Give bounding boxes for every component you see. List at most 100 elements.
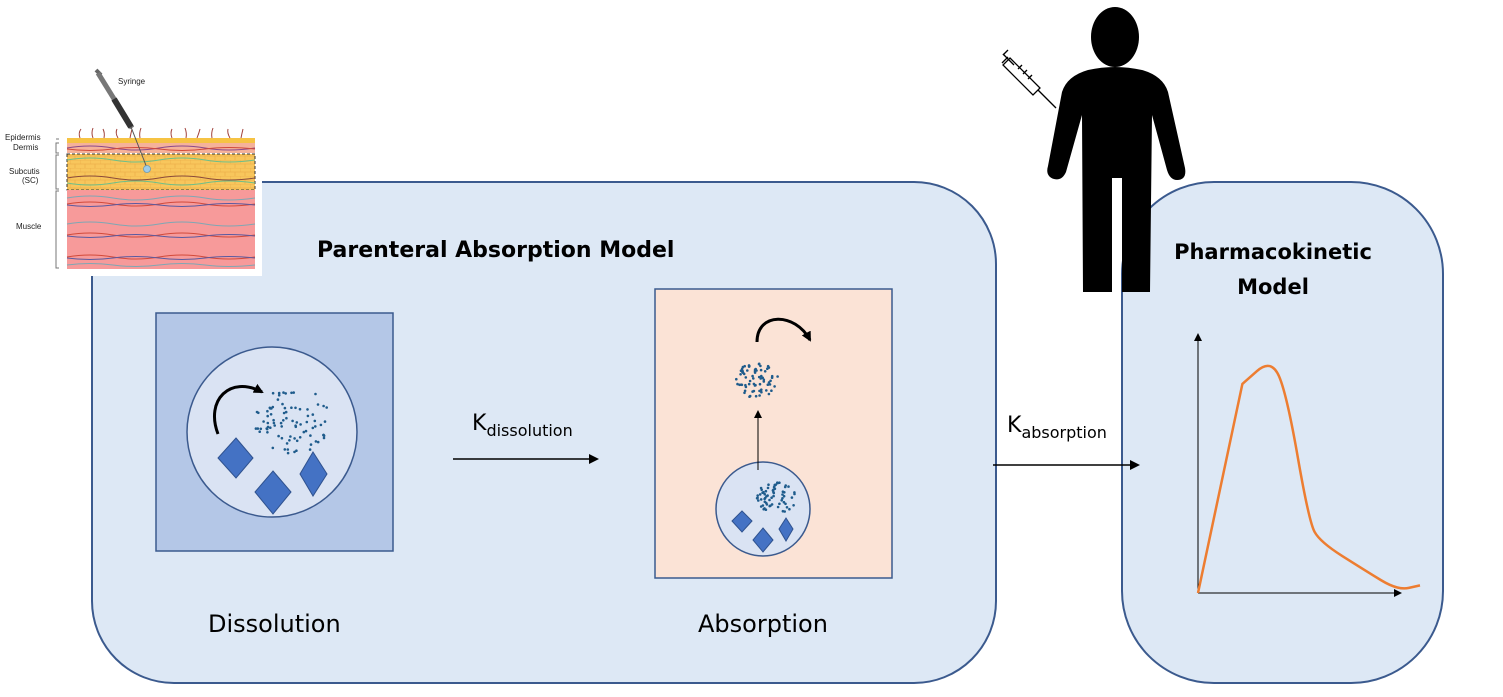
svg-text:Kabsorption: Kabsorption — [1007, 413, 1107, 442]
particle — [255, 410, 259, 414]
particle — [766, 367, 769, 371]
particle — [314, 440, 318, 443]
particle — [781, 490, 785, 494]
particle — [308, 448, 312, 451]
particle — [319, 423, 323, 427]
particle — [293, 450, 296, 454]
particle — [272, 421, 276, 425]
particle — [748, 379, 752, 383]
particle — [781, 493, 784, 496]
particle — [782, 500, 786, 504]
particle — [762, 380, 766, 383]
particle — [739, 369, 743, 373]
particle — [743, 391, 746, 395]
particle — [772, 488, 775, 492]
particle — [735, 377, 738, 381]
particle — [266, 409, 269, 413]
pk-chart — [1194, 333, 1421, 597]
particle — [325, 406, 329, 409]
particle — [790, 496, 794, 499]
particle — [282, 419, 285, 422]
particle — [306, 408, 309, 411]
particle — [306, 414, 310, 418]
particle — [766, 494, 769, 497]
particle — [764, 489, 768, 493]
pharmacokinetic-panel — [1121, 181, 1444, 684]
particle — [757, 362, 761, 366]
particle — [316, 403, 320, 406]
particle — [298, 407, 302, 411]
particle — [787, 485, 790, 488]
k-subscript-dissolution: dissolution — [486, 421, 572, 440]
particle — [741, 365, 745, 369]
particle — [258, 430, 262, 434]
crystal — [752, 527, 774, 553]
particle — [281, 402, 284, 406]
particle — [765, 389, 768, 392]
particle — [313, 419, 317, 423]
crystal — [778, 517, 794, 542]
parenteral-model-title: Parenteral Absorption Model — [317, 238, 674, 263]
dissolution-stage — [155, 312, 394, 552]
particle — [290, 406, 293, 410]
particle — [782, 494, 786, 498]
particle — [289, 435, 292, 438]
particle — [292, 391, 296, 394]
particle — [299, 423, 302, 426]
particle — [759, 377, 762, 380]
particle — [770, 503, 774, 506]
subcutis-abbrev-label: (SC) — [22, 176, 39, 185]
syringe-icon — [94, 68, 151, 173]
particle — [283, 448, 287, 451]
particle — [780, 499, 783, 502]
particle — [767, 392, 771, 396]
dissolution-label: Dissolution — [208, 610, 341, 638]
particle — [792, 504, 795, 507]
dermis-label: Dermis — [13, 143, 38, 152]
particle — [272, 418, 275, 422]
particle — [793, 492, 796, 496]
particle — [276, 398, 280, 401]
particle — [744, 376, 748, 379]
particle — [271, 405, 275, 409]
particle — [322, 436, 326, 440]
particle — [280, 425, 284, 428]
particle — [284, 392, 288, 395]
particle — [759, 498, 763, 501]
particle — [762, 507, 765, 511]
particle — [259, 427, 263, 431]
particle — [767, 381, 771, 384]
particle — [781, 497, 784, 500]
particle — [746, 369, 749, 372]
crystal — [254, 470, 292, 515]
k-symbol: K — [472, 411, 487, 436]
particle — [784, 484, 787, 487]
particle — [769, 379, 772, 383]
particle — [254, 427, 258, 430]
particle — [766, 383, 770, 387]
crystal — [299, 451, 328, 497]
particle — [280, 436, 284, 440]
particle — [286, 451, 290, 455]
particle — [271, 446, 275, 450]
particle — [776, 375, 779, 378]
pk-model-title-line1: Pharmacokinetic — [1174, 240, 1372, 264]
particle — [743, 389, 747, 393]
particle — [739, 373, 742, 376]
particle — [304, 429, 308, 433]
particle — [744, 385, 748, 389]
concentration-curve — [1196, 364, 1421, 594]
particle — [759, 486, 763, 490]
particle — [756, 494, 759, 497]
particle — [752, 389, 756, 393]
particle — [322, 433, 325, 437]
k-symbol: K — [1007, 413, 1022, 438]
particle — [295, 421, 299, 424]
particle — [295, 449, 298, 453]
dissolved-particles — [254, 391, 329, 455]
particle — [293, 437, 296, 440]
subcutis-label: Subcutis — [9, 167, 40, 176]
particle — [766, 486, 770, 490]
svg-text:Kdissolution: Kdissolution — [472, 411, 573, 440]
particle — [740, 383, 744, 387]
